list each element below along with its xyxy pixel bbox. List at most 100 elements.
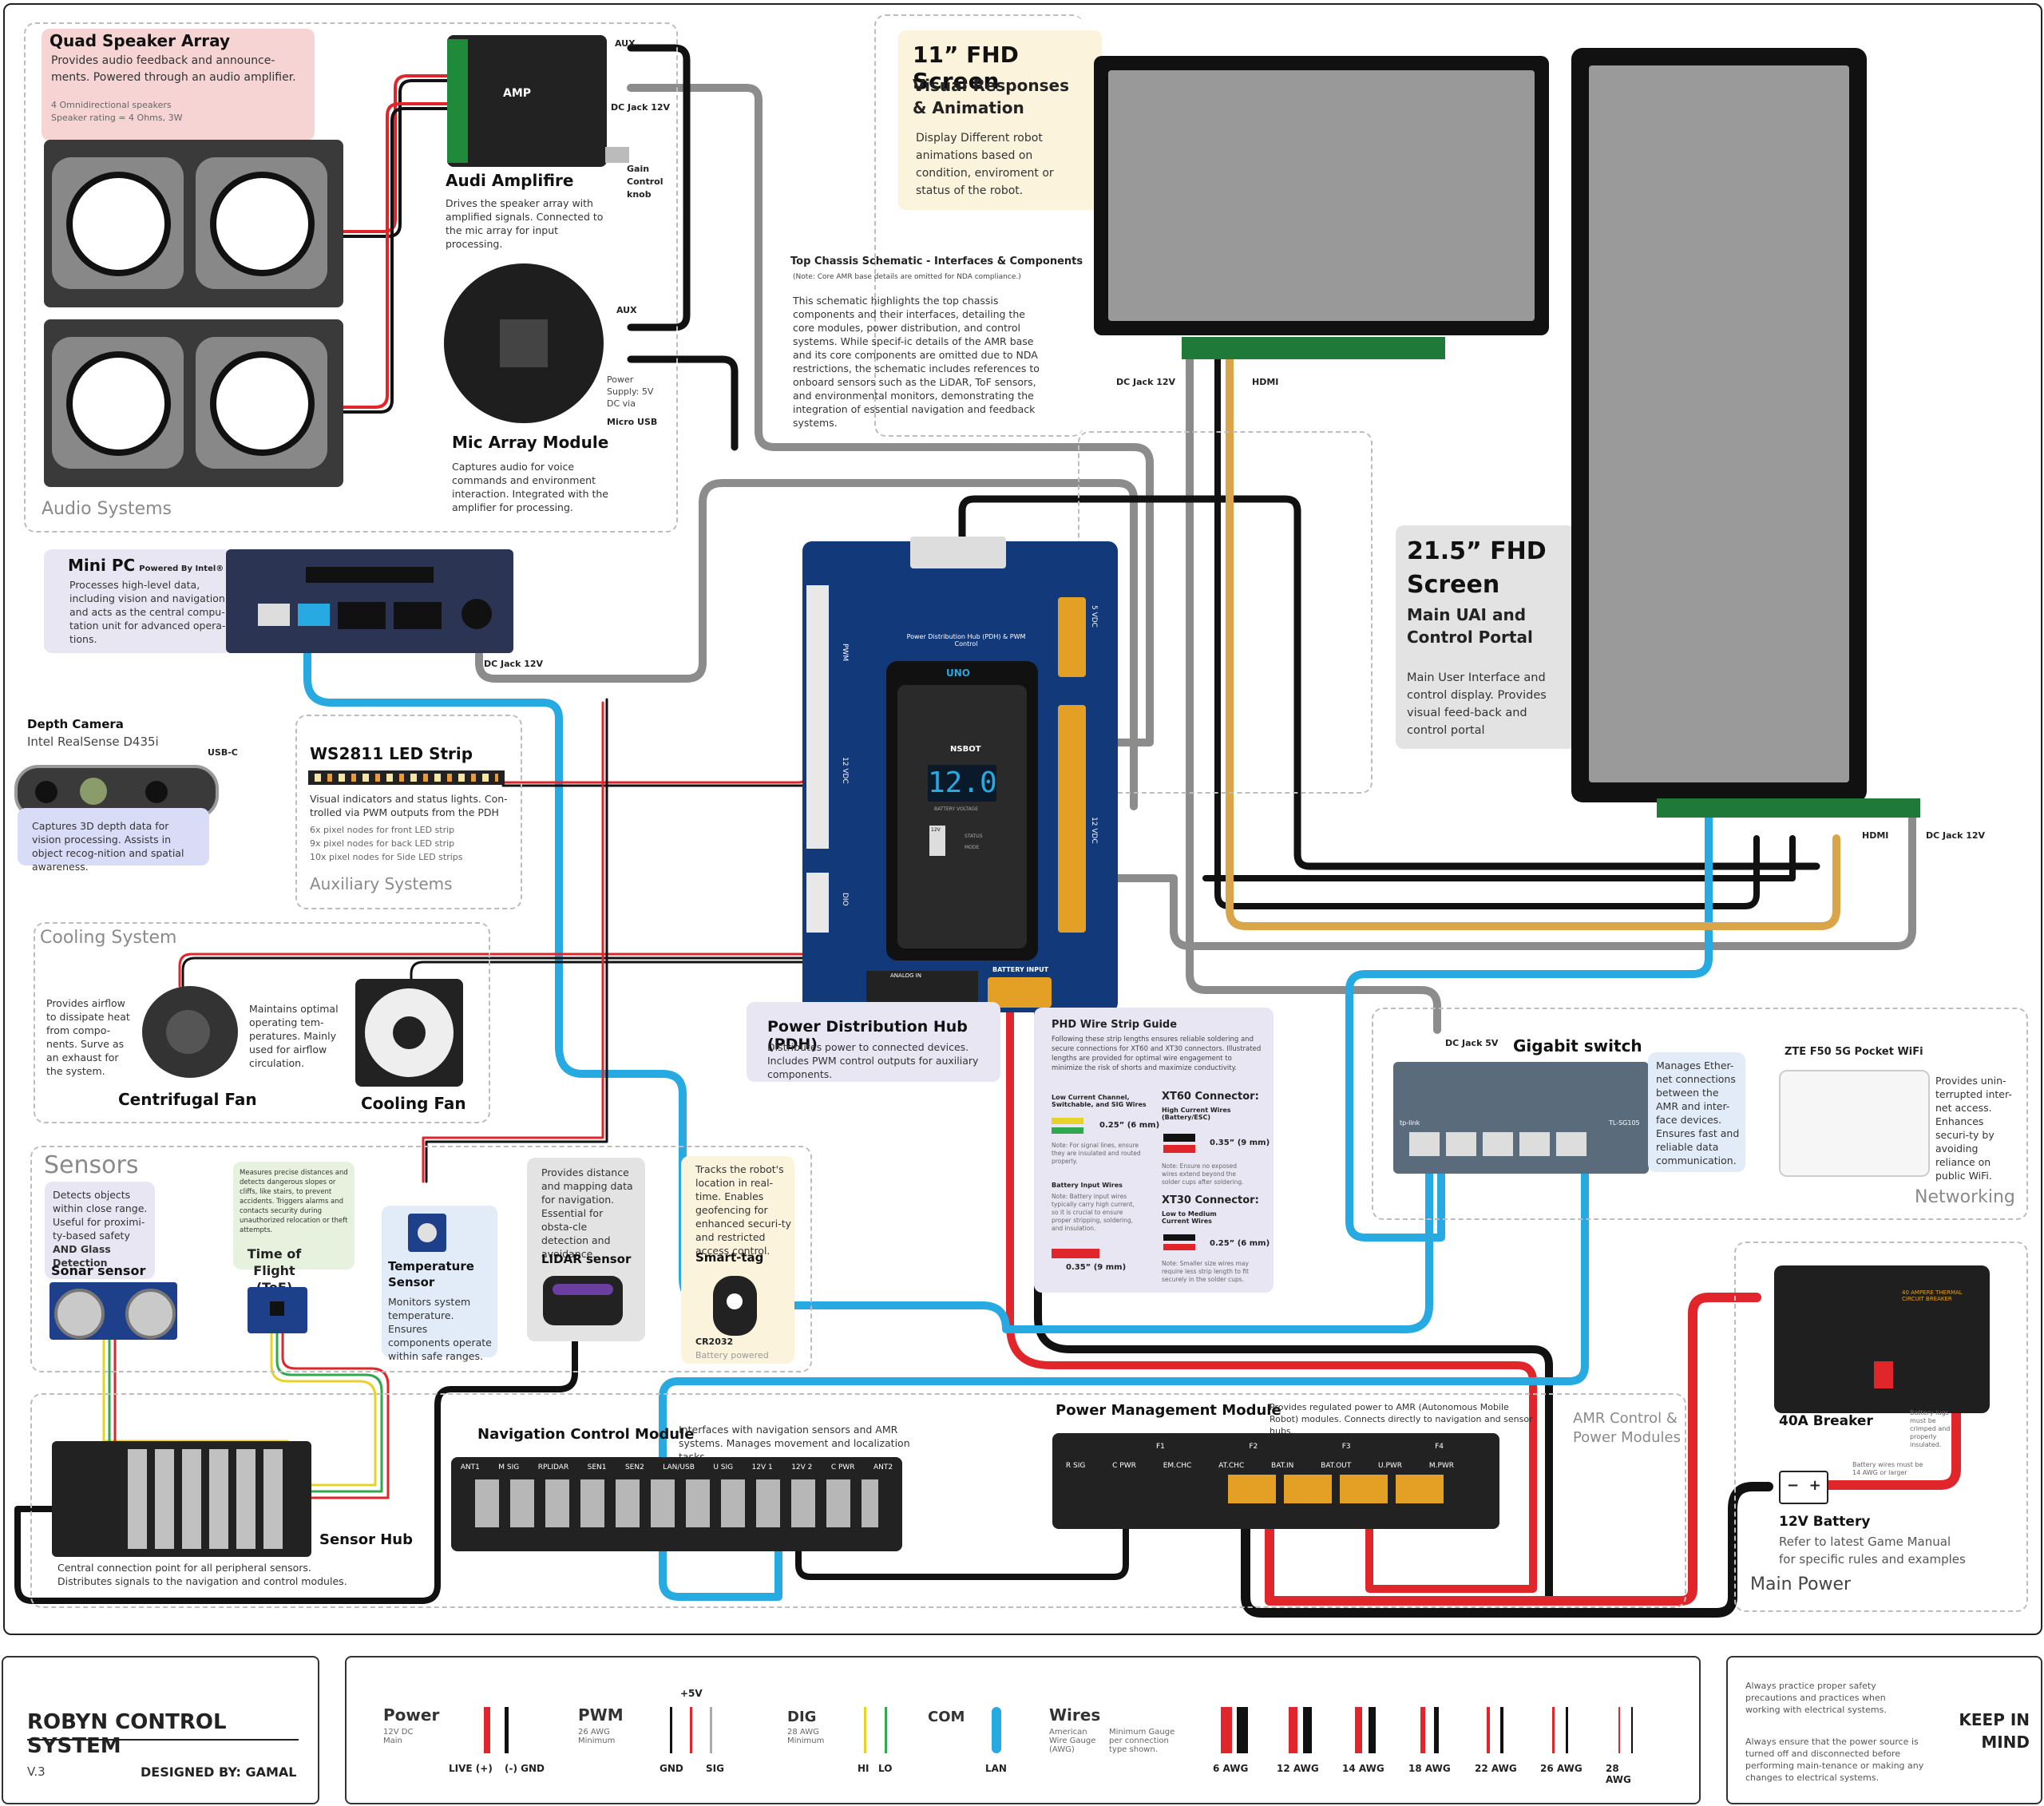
- wire-screen21-usb-a: [1214, 348, 1760, 909]
- mic-desc: Captures audio for voice commands and en…: [452, 461, 608, 513]
- wire-guide-low-title: Low Current Channel, Switchable, and SIG…: [1052, 1094, 1147, 1108]
- wire-fan: [410, 845, 816, 984]
- breaker-reset-button[interactable]: [1874, 1361, 1893, 1388]
- pmm-port-upwr: U.PWR: [1378, 1462, 1403, 1470]
- tof-info-card: Measures precise distances and detects d…: [233, 1162, 355, 1269]
- centrifugal-fan: [142, 986, 238, 1078]
- sonar-info-card: Detects objects within close range. Usef…: [45, 1182, 155, 1279]
- pmm-port-atchc: AT.CHC: [1218, 1462, 1245, 1470]
- legend-com-title: COM: [928, 1709, 965, 1725]
- screen21-dc-label: DC Jack 12V: [1926, 830, 1986, 841]
- pmm-title: Power Management Module: [1056, 1402, 1281, 1419]
- legend-pwm-title: PWM: [578, 1705, 624, 1725]
- mic-array-board: [444, 263, 604, 423]
- nav-port-sen1: SEN1: [587, 1463, 607, 1471]
- footer-title-box: ROBYN CONTROL SYSTEM V.3 DESIGNED BY: GA…: [2, 1656, 319, 1804]
- gain-knob[interactable]: [605, 147, 629, 163]
- lidar-title: LIDAR sensor: [541, 1252, 632, 1266]
- wire-hdmi-screen11: [1226, 347, 1840, 930]
- wire-guide-title: PHD Wire Strip Guide: [1052, 1019, 1178, 1031]
- pdh-12v-right-label: 12 VDC: [1090, 817, 1098, 844]
- legend-wires-title: Wires: [1049, 1705, 1101, 1725]
- screen21-display: [1571, 48, 1867, 802]
- schematic-note: (Note: Core AMR base details are omitted…: [793, 273, 1021, 281]
- pdh-board: PWM 12 VDC DIO Power Distribution Hub (P…: [802, 537, 1118, 1012]
- pdh-5v-xt30: [1058, 597, 1086, 677]
- cooling-group-label: Cooling System: [40, 928, 177, 948]
- lidar-sensor: [543, 1276, 623, 1325]
- pdh-controller: UNO NSBOT 12.0 BATTERY VOLTAGE 12V STATU…: [886, 661, 1038, 960]
- lidar-info-card: Provides distance and mapping data for n…: [527, 1158, 645, 1341]
- circuit-breaker: 40 AMPERE THERMAL CIRCUIT BREAKER: [1774, 1265, 1990, 1413]
- speaker-spec-2: Speaker rating = 4 Ohms, 3W: [51, 113, 183, 123]
- pmm-port-batout: BAT.OUT: [1321, 1462, 1352, 1470]
- led-spec-3: 10x pixel nodes for Side LED strips: [310, 852, 463, 862]
- wire-guide-bat-title: Battery Input Wires: [1052, 1182, 1123, 1189]
- screen21-subtitle: Main UAI and Control Portal: [1407, 605, 1533, 647]
- speaker-spec-1: 4 Omnidirectional speakers: [51, 100, 172, 110]
- pdh-title: Power Distribution Hub (PDH): [767, 1018, 968, 1053]
- wire-breaker-out: [1824, 1368, 1961, 1490]
- minipc-title: Mini PC: [68, 556, 136, 575]
- safety-note-1: Always practice proper safety precaution…: [1745, 1681, 1887, 1715]
- wire-guide-bat-len: 0.35” (9 mm): [1066, 1263, 1127, 1272]
- wire-screen21-usb-b: [1202, 835, 1796, 881]
- pdh-voltage-label: BATTERY VOLTAGE: [934, 806, 979, 812]
- sensor-hub-desc: Central connection point for all periphe…: [57, 1562, 347, 1587]
- wire-lan-screen: [1345, 810, 1713, 1242]
- led-spec-1: 6x pixel nodes for front LED strip: [310, 825, 455, 835]
- legend-com-lan: LAN: [985, 1763, 1007, 1774]
- amr-group: [30, 1393, 1686, 1608]
- wire-pdh-top: [958, 495, 1820, 870]
- nav-module: ANT1 M SIG RPLIDAR SEN1 SEN2 LAN/USB U S…: [451, 1457, 902, 1551]
- speaker-pair-bottom: [44, 319, 343, 487]
- legend-power-title: Power: [383, 1705, 440, 1725]
- mic-title: Mic Array Module: [452, 433, 609, 452]
- footer-title: ROBYN CONTROL SYSTEM: [27, 1710, 227, 1758]
- wire-guide-xt60-note: Note: Ensure no exposed wires extend bey…: [1162, 1162, 1244, 1186]
- battery-icon: − +: [1779, 1471, 1828, 1504]
- pdh-voltage-display: 12.0: [928, 765, 997, 802]
- switch-model: TL-SG105: [1609, 1119, 1640, 1127]
- switch-dc-label: DC Jack 5V: [1445, 1038, 1499, 1048]
- wire-guide-xt30-sub: Low to Medium Current Wires: [1162, 1210, 1217, 1225]
- legend-power-sub: 12V DC Main: [383, 1728, 414, 1745]
- screen21-hdmi-label: HDMI: [1862, 830, 1889, 841]
- legend-awg-18: 18 AWG: [1408, 1763, 1451, 1774]
- legend-dig-hi: HI: [858, 1763, 869, 1774]
- screen21-port-board: [1657, 798, 1920, 818]
- pmm-fuse-3: F3: [1341, 1443, 1351, 1451]
- minipc-desc: Processes high-level data, including vis…: [69, 579, 228, 645]
- pdh-switch[interactable]: [929, 826, 945, 856]
- pdh-logo: NSBOT: [950, 745, 981, 754]
- pmm-port-rsig: R SIG: [1065, 1462, 1086, 1470]
- screen11-info-card: 11” FHD Screen Visual Responses & Animat…: [898, 30, 1102, 210]
- wire-mic-usb: [627, 355, 739, 451]
- speaker-info-card: Quad Speaker Array Provides audio feedba…: [42, 29, 315, 141]
- tag-battery-note: Battery powered: [695, 1350, 769, 1360]
- nav-port-usig: U SIG: [713, 1463, 734, 1471]
- mic-aux-label: AUX: [616, 305, 637, 315]
- pdh-12v-left-label: 12 VDC: [841, 757, 849, 784]
- minipc-powered: Powered By Intel®: [139, 564, 224, 573]
- audio-group: [24, 22, 678, 533]
- safety-note-2: Always ensure that the power source is t…: [1745, 1737, 1924, 1783]
- screen11-group: [874, 14, 1083, 437]
- tof-sensor: [248, 1287, 307, 1333]
- pmm-desc: Provides regulated power to AMR (Autonom…: [1270, 1402, 1533, 1436]
- mic-usb-label: Micro USB: [607, 417, 658, 427]
- camera-info-card: Captures 3D depth data for vision proces…: [18, 808, 209, 873]
- camera-desc: Captures 3D depth data for vision proces…: [32, 820, 184, 873]
- footer-legend-box: Power 12V DC Main LIVE (+) (-) GND PWM 2…: [345, 1656, 1701, 1804]
- pdh-status-label: STATUS: [965, 834, 983, 839]
- screen11-subtitle: Visual Responses & Animation: [913, 76, 1069, 117]
- tag-battery: CR2032: [695, 1337, 734, 1347]
- minipc-info-card: Mini PC Powered By Intel® Processes high…: [44, 549, 232, 653]
- speaker-pair-top: [44, 140, 343, 307]
- centrifugal-title: Centrifugal Fan: [118, 1090, 257, 1109]
- breaker-note: Battery lugs must be crimped and properl…: [1910, 1409, 1951, 1448]
- amp-gain-label: Gain Control knob: [627, 164, 664, 200]
- wire-lidar: [14, 1326, 578, 1604]
- switch-brand: tp-link: [1400, 1119, 1420, 1127]
- audio-group-label: Audio Systems: [42, 499, 172, 519]
